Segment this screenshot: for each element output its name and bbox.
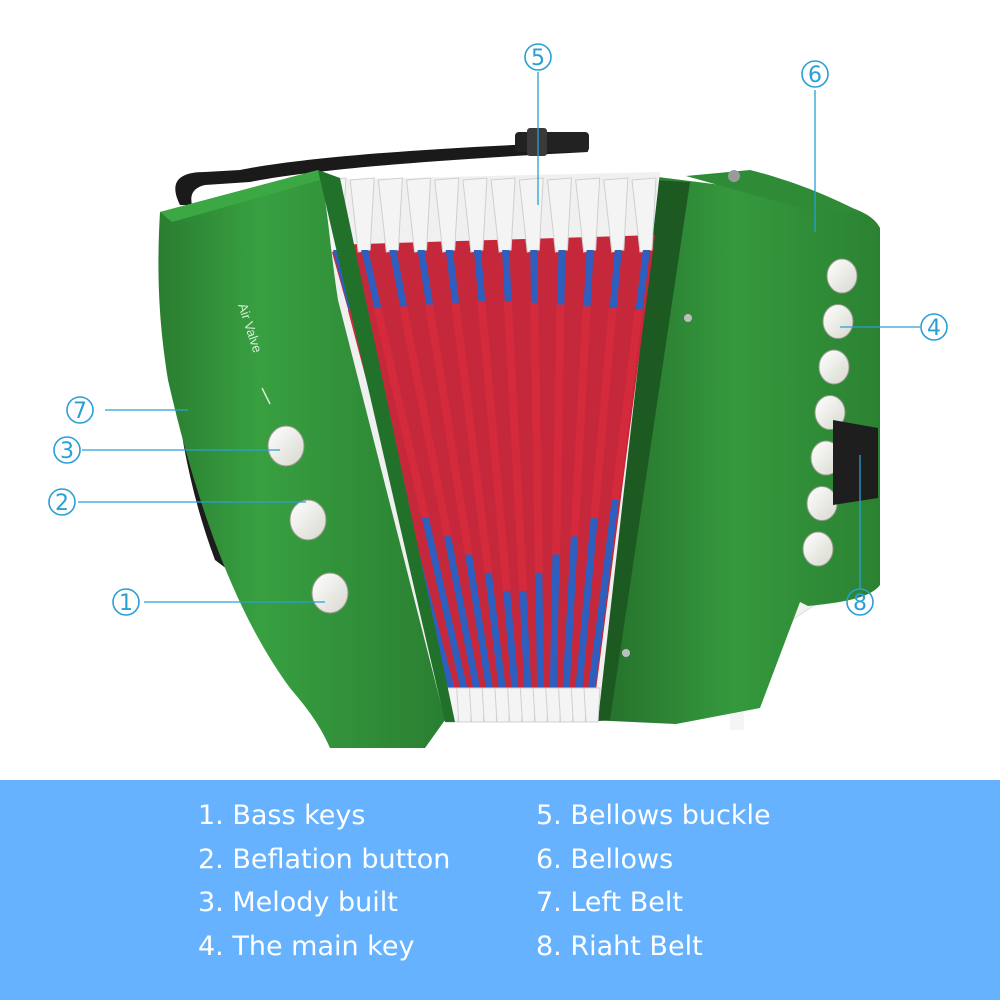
bellows-fold: [405, 177, 499, 723]
left-body: [158, 170, 445, 748]
bellows-fold: [545, 177, 572, 723]
bolt: [684, 314, 692, 322]
bellows-buckle-strap: [515, 132, 589, 152]
svg-text:4: 4: [927, 316, 941, 341]
legend-item-melody-built: 3. Melody built: [198, 887, 398, 918]
callout-1: 1: [112, 588, 140, 616]
main-key: [822, 304, 854, 339]
bolt: [622, 649, 630, 657]
bellows-fold: [462, 177, 525, 723]
main-key: [802, 531, 834, 567]
callout-lines: [78, 72, 920, 603]
bolt: [728, 170, 740, 182]
bellows-fold: [377, 177, 486, 723]
melody-key: [267, 425, 305, 467]
svg-text:1: 1: [119, 591, 133, 616]
legend-item-right-belt: 8. Riaht Belt: [536, 930, 703, 962]
main-key: [826, 258, 858, 294]
svg-text:7: 7: [73, 399, 87, 424]
main-keys: [802, 258, 858, 567]
callout-markers: 1 2 3 4 5 6 7 8: [48, 43, 948, 616]
bellows-fold: [434, 177, 512, 723]
right-belt: [833, 420, 878, 505]
callout-3: 3: [53, 436, 81, 464]
bellows-fold: [349, 177, 474, 723]
svg-text:6: 6: [808, 63, 822, 88]
bass-key: [311, 572, 349, 614]
legend-item-main-key: 4. The main key: [198, 930, 415, 962]
callout-8: 8: [846, 588, 874, 616]
legend-column-left: 1. Bass keys 2. Beflation button 3. Melo…: [198, 794, 450, 968]
left-body-top: [160, 170, 320, 222]
legend-item-beflation-button: 2. Beflation button: [198, 843, 451, 875]
svg-text:8: 8: [853, 591, 867, 616]
bellows-fold: [490, 177, 537, 723]
legend-item-bass-keys: 1. Bass keys: [198, 800, 366, 831]
bellows-fold: [558, 177, 601, 723]
bellows-fold: [570, 177, 629, 723]
bass-keys: [267, 425, 349, 614]
bellows-fold: [583, 177, 657, 723]
legend-column-right: 5. Bellows buckle 6. Bellows 7. Left Bel…: [536, 794, 771, 968]
legend-item-bellows-buckle: 5. Bellows buckle: [536, 800, 771, 831]
callout-6: 6: [801, 60, 829, 88]
accordion-diagram: Air Valve 1 2 3: [48, 43, 948, 748]
legend-item-left-belt: 7. Left Belt: [536, 887, 683, 918]
main-key: [806, 486, 838, 521]
callout-4: 4: [920, 313, 948, 341]
svg-text:5: 5: [531, 46, 545, 71]
beflation-button: [289, 499, 327, 541]
bellows-buckle-clip: [527, 128, 547, 156]
bellows-fold: [518, 177, 550, 723]
callout-5: 5: [524, 43, 552, 71]
svg-text:3: 3: [60, 439, 74, 464]
callout-7: 7: [66, 396, 94, 424]
left-body-inner-edge: [318, 170, 455, 722]
callout-2: 2: [48, 488, 76, 516]
main-key: [818, 349, 850, 385]
svg-text:2: 2: [55, 491, 69, 516]
right-body-top: [686, 170, 860, 212]
legend-panel: 1. Bass keys 2. Beflation button 3. Melo…: [0, 780, 1000, 1000]
legend-item-bellows: 6. Bellows: [536, 843, 674, 875]
top-strap: [175, 142, 588, 205]
air-valve-mark: [261, 387, 271, 405]
